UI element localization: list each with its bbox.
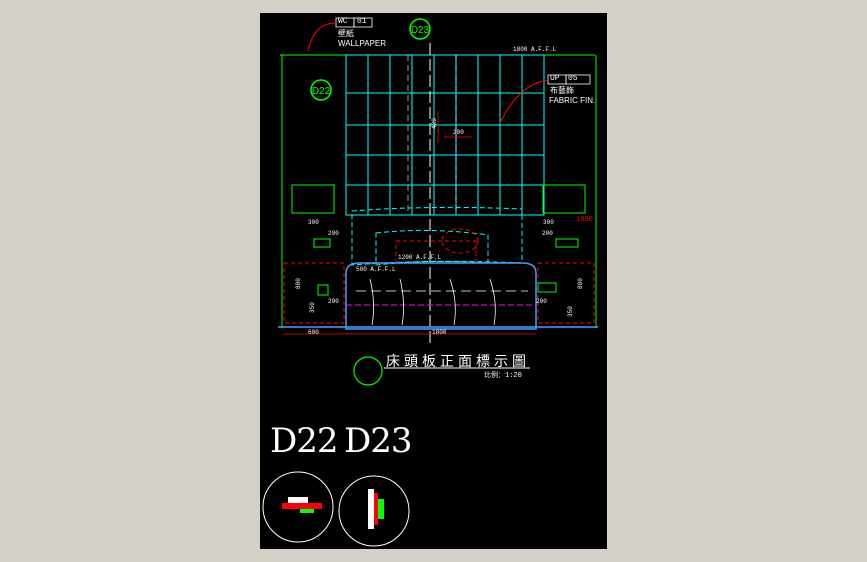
- wall-leader-line: [307, 22, 337, 52]
- dim-lamp-left: 300: [308, 219, 319, 226]
- dim-base-right: 350: [567, 306, 574, 317]
- uph-tag-num-box: [565, 74, 591, 85]
- dim-panel-width: 200: [453, 129, 464, 136]
- wall-material-cn: 壁紙: [338, 30, 354, 39]
- dim-base-left: 350: [309, 302, 316, 313]
- top-level-dim: 1800 A.F.F.L: [513, 46, 557, 53]
- right-wall-lamp: [542, 184, 586, 214]
- dim-panel-height: 420: [431, 118, 438, 129]
- wall-material-en: WALLPAPER: [338, 39, 387, 48]
- wall-tag-num-box: [353, 17, 373, 28]
- switch-right: [555, 238, 579, 248]
- title-circle: [353, 356, 383, 386]
- detail-circle-right: [338, 475, 410, 547]
- headboard-panel-grid: [345, 54, 545, 216]
- uph-leader-line: [499, 79, 549, 124]
- socket-right: [537, 282, 557, 293]
- detail-right-drawing: [368, 489, 384, 529]
- marker-left-label: D22: [312, 86, 331, 97]
- marker-left-circle: [310, 79, 332, 101]
- nightstand-right: [537, 262, 595, 324]
- switch-left: [313, 238, 331, 248]
- detail-title-right: D23: [344, 421, 413, 461]
- dim-socket-right: 200: [536, 298, 547, 305]
- dim-bed-width: 1800: [432, 329, 447, 336]
- detail-left-drawing: [282, 497, 322, 513]
- scale-label: 比例：1:20: [484, 372, 522, 380]
- dim-sw-left: 200: [328, 230, 339, 237]
- cushion-round: [441, 228, 479, 254]
- bed-folds: [369, 278, 496, 326]
- uph-tag-code: UP: [550, 74, 560, 83]
- wall-tag-code: WC: [338, 17, 348, 26]
- uph-tag-num: 05: [568, 74, 578, 83]
- dim-table-h-left: 800: [295, 278, 302, 289]
- elevation-drawing: 1800 A.F.F.L D23 D22: [262, 17, 598, 547]
- uph-material-cn: 布藝飾: [550, 87, 574, 96]
- drawing-title: 床頭板正面標示圖: [386, 354, 530, 370]
- socket-left: [317, 284, 329, 296]
- dim-right-height: 1050: [576, 216, 593, 224]
- marker-top-circle: [409, 18, 431, 40]
- detail-title-left: D22: [270, 421, 339, 461]
- wall-tag-num: 01: [357, 17, 367, 26]
- nightstand-left: [283, 262, 345, 324]
- dim-table-width: 600: [308, 329, 319, 336]
- dim-table-h-right: 800: [577, 278, 584, 289]
- dim-mid-level: 1200 A.F.F.L: [398, 254, 442, 261]
- cad-drawing-sheet: 1800 A.F.F.L D23 D22: [260, 13, 607, 549]
- left-wall-lamp: [291, 184, 335, 214]
- uph-material-en: FABRIC FIN.: [549, 96, 596, 105]
- dim-bed-level: 500 A.F.F.L: [356, 266, 396, 273]
- marker-top-label: D23: [411, 25, 430, 36]
- dim-socket-left: 200: [328, 298, 339, 305]
- dim-sw-right: 200: [542, 230, 553, 237]
- bed-frame: [345, 262, 537, 330]
- detail-circle-left: [262, 471, 334, 543]
- dim-lamp-right: 300: [543, 219, 554, 226]
